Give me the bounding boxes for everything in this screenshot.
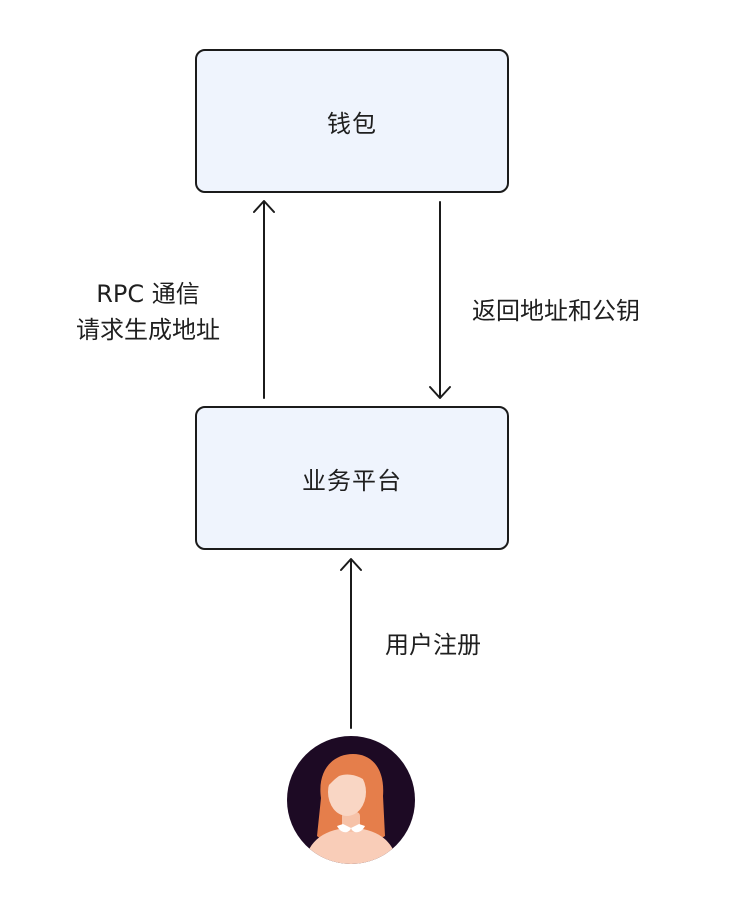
rpc-request-label: RPC 通信 请求生成地址	[46, 276, 250, 348]
arrow-return-address	[429, 201, 451, 399]
rpc-request-label-line2: 请求生成地址	[76, 316, 220, 344]
wallet-node-label: 钱包	[327, 109, 377, 138]
wallet-node[interactable]: 钱包	[195, 49, 509, 193]
business-platform-node-label: 业务平台	[302, 466, 402, 495]
user-avatar-icon	[287, 736, 415, 864]
return-address-label: 返回地址和公钥	[472, 297, 640, 325]
arrow-user-register	[340, 558, 362, 729]
rpc-request-label-line1: RPC 通信	[96, 280, 200, 308]
arrow-rpc-request	[253, 200, 275, 399]
business-platform-node[interactable]: 业务平台	[195, 406, 509, 550]
user-register-label: 用户注册	[385, 631, 481, 659]
